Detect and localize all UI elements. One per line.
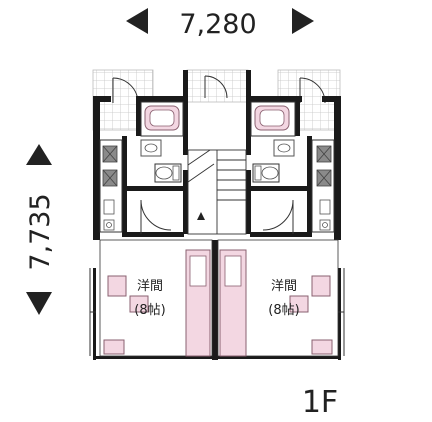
height-label: 7,735 bbox=[25, 193, 56, 270]
floor-label: 1F bbox=[302, 385, 338, 420]
room-right-size: (8帖) bbox=[268, 303, 299, 318]
windows bbox=[89, 268, 345, 356]
walls bbox=[93, 70, 341, 360]
stair-direction-arrow bbox=[197, 212, 205, 220]
arrow-up-icon bbox=[26, 144, 52, 165]
arrow-down-icon bbox=[26, 292, 52, 315]
arrow-right-icon bbox=[292, 8, 314, 34]
kitchen-right bbox=[311, 139, 335, 233]
room-left-size: (8帖) bbox=[134, 303, 165, 318]
washbasin-left bbox=[140, 139, 162, 157]
bathroom-right bbox=[250, 101, 296, 137]
width-label: 7,280 bbox=[179, 9, 256, 40]
room-left-name: 洋間 bbox=[137, 279, 163, 294]
washbasin-right bbox=[273, 139, 295, 157]
bathroom-left bbox=[140, 101, 184, 137]
western-room-right: 洋間 (8帖) bbox=[217, 239, 339, 357]
staircase bbox=[187, 149, 247, 235]
toilet-right bbox=[252, 163, 280, 183]
room-right-name: 洋間 bbox=[271, 279, 297, 294]
kitchen-left bbox=[99, 139, 123, 233]
arrow-left-icon bbox=[126, 8, 148, 34]
toilet-left bbox=[154, 163, 182, 183]
height-dimension: 7,735 bbox=[25, 144, 56, 315]
western-room-left: 洋間 (8帖) bbox=[99, 239, 213, 357]
width-dimension: 7,280 bbox=[126, 8, 314, 40]
